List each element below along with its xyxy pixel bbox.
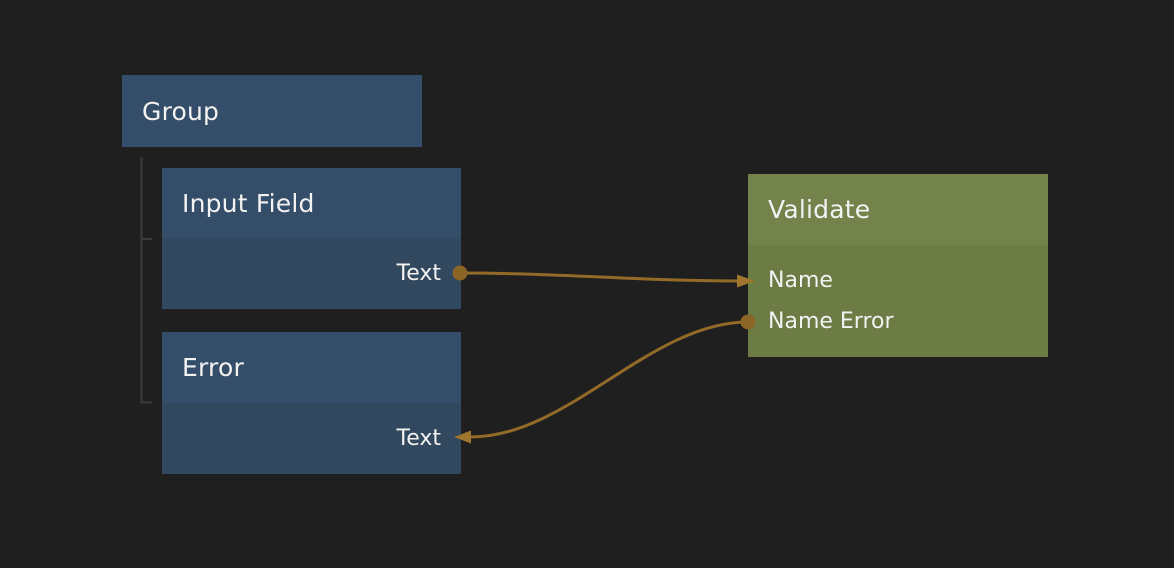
- node-error[interactable]: Error Text: [162, 332, 461, 474]
- node-group-header[interactable]: Group: [122, 75, 422, 147]
- port-error-text-label: Text: [396, 426, 442, 451]
- port-error-text[interactable]: Text: [162, 403, 461, 474]
- node-error-title: Error: [182, 353, 244, 382]
- node-validate[interactable]: Validate Name Name Error: [748, 174, 1048, 357]
- wire-validate-nameerror-to-error-text[interactable]: [470, 320, 749, 439]
- node-validate-title: Validate: [768, 195, 871, 224]
- node-input-field-header[interactable]: Input Field: [162, 168, 461, 238]
- node-input-field[interactable]: Input Field Text: [162, 168, 461, 309]
- node-error-header[interactable]: Error: [162, 332, 461, 403]
- node-group[interactable]: Group: [122, 75, 422, 147]
- port-input-field-text[interactable]: Text: [162, 238, 461, 309]
- port-validate-name[interactable]: Name: [748, 260, 1048, 301]
- port-validate-name-label: Name: [768, 268, 833, 293]
- node-error-body: Text: [162, 403, 461, 474]
- port-validate-name-error[interactable]: Name Error: [748, 301, 1048, 342]
- wire-inputfield-text-to-validate-name[interactable]: [459, 271, 740, 283]
- port-input-field-text-label: Text: [396, 261, 442, 286]
- node-input-field-title: Input Field: [182, 188, 315, 218]
- port-validate-name-error-label: Name Error: [768, 309, 894, 334]
- node-input-field-body: Text: [162, 238, 461, 309]
- node-validate-body: Name Name Error: [748, 245, 1048, 357]
- hierarchy-line-group-children: [140, 157, 152, 404]
- node-group-title: Group: [142, 96, 220, 126]
- node-validate-header[interactable]: Validate: [748, 174, 1048, 245]
